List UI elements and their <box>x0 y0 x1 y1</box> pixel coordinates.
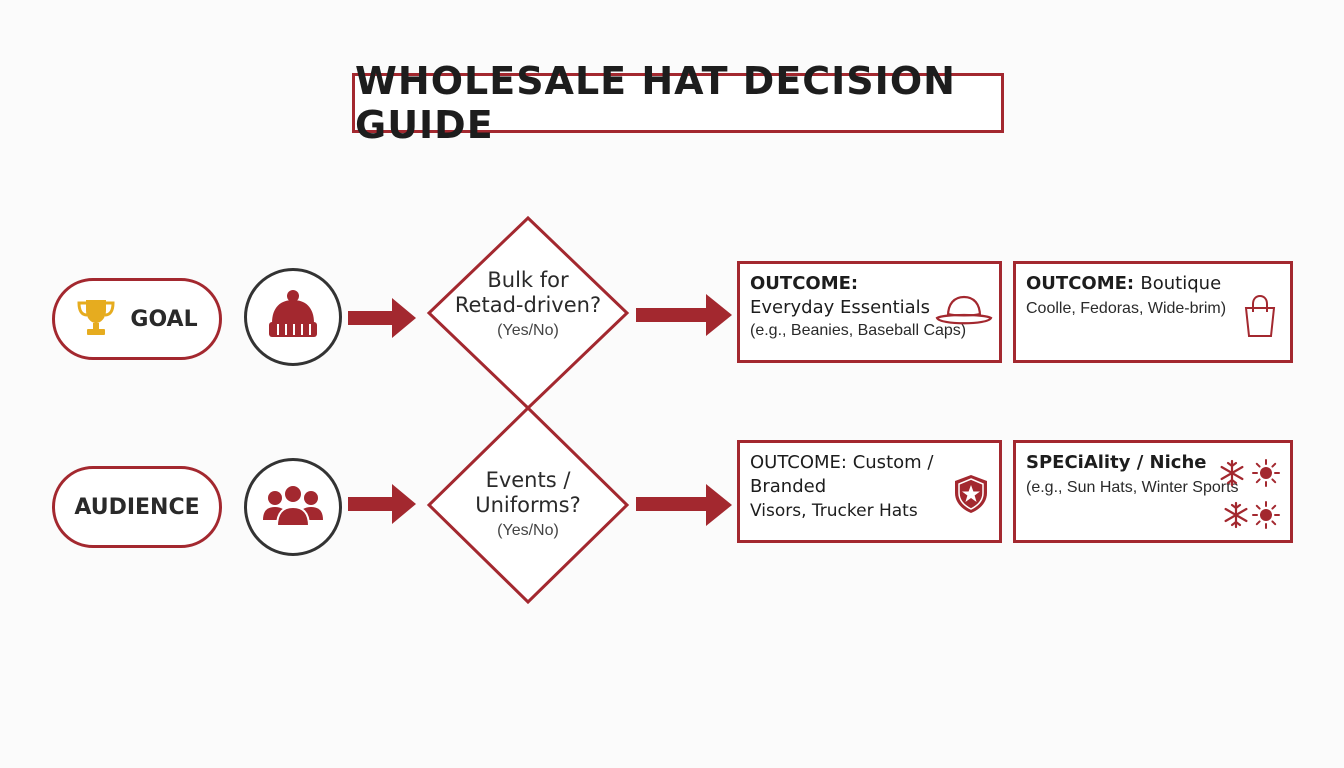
decision-1-line1: Bulk for <box>487 268 569 292</box>
snowflake-icon <box>1218 459 1246 492</box>
outcome-custom-box: OUTCOME: Custom / Branded Visors, Trucke… <box>737 440 1002 543</box>
shopping-bag-icon <box>1240 294 1280 343</box>
people-group-icon <box>262 482 324 533</box>
outcome-boutique-box: OUTCOME: Boutique Coolle, Fedoras, Wide-… <box>1013 261 1293 363</box>
arrow-head-4 <box>706 484 732 526</box>
title-box: WHOLESALE HAT DECISION GUIDE <box>352 59 1004 147</box>
audience-pill: AUDIENCE <box>52 466 222 548</box>
beanie-circle <box>244 268 342 366</box>
outcome-boutique-sub: Coolle, Fedoras, Wide-brim) <box>1026 300 1227 317</box>
decision-1-yesno: (Yes/No) <box>497 322 559 339</box>
arrow-shaft-1 <box>348 311 396 325</box>
decision-2-line1: Events / <box>485 468 571 492</box>
arrow-head-3 <box>392 484 416 524</box>
shield-star-icon <box>952 473 990 520</box>
wide-brim-hat-icon <box>934 292 994 337</box>
people-circle <box>244 458 342 556</box>
outcome-specialty-heading: SPECiAlity / Niche <box>1026 452 1207 473</box>
audience-label: AUDIENCE <box>74 494 200 520</box>
arrow-head-2 <box>706 294 732 336</box>
goal-label: GOAL <box>130 306 198 332</box>
decision-2-text: Events / Uniforms? (Yes/No) <box>440 468 616 540</box>
outcome-everyday-sub: (e.g., Beanies, Baseball Caps) <box>750 322 967 339</box>
goal-pill: GOAL <box>52 278 222 360</box>
outcome-custom-heading: OUTCOME: Custom / <box>750 452 934 473</box>
beanie-icon <box>264 289 322 346</box>
outcome-specialty-sub: (e.g., Sun Hats, Winter Sports <box>1026 479 1239 496</box>
outcome-boutique-heading-rest: Boutique <box>1140 273 1222 294</box>
decision-diamond-2 <box>426 405 630 605</box>
outcome-boutique-heading: OUTCOME: <box>1026 273 1135 294</box>
decision-2-yesno: (Yes/No) <box>497 522 559 539</box>
outcome-everyday-box: OUTCOME: Everyday Essentials (e.g., Bean… <box>737 261 1002 363</box>
trophy-icon <box>76 296 116 343</box>
outcome-specialty-box: SPECiAlity / Niche (e.g., Sun Hats, Wint… <box>1013 440 1293 543</box>
sun-icon <box>1252 459 1280 492</box>
snowflake-icon <box>1222 501 1250 534</box>
outcome-custom-line2: Branded <box>750 476 827 497</box>
page-title: WHOLESALE HAT DECISION GUIDE <box>355 59 956 147</box>
outcome-everyday-main: Everyday Essentials <box>750 297 931 318</box>
arrow-shaft-3 <box>348 497 396 511</box>
decision-diamonds <box>426 215 630 605</box>
decision-1-line2: Retad-driven? <box>454 293 602 317</box>
sun-icon <box>1252 501 1280 534</box>
outcome-custom-line3: Visors, Trucker Hats <box>750 501 918 521</box>
arrow-shaft-4 <box>636 497 710 511</box>
arrow-head-1 <box>392 298 416 338</box>
outcome-everyday-heading: OUTCOME: <box>750 273 859 294</box>
decision-2-line2: Uniforms? <box>475 493 581 517</box>
decision-1-text: Bulk for Retad-driven? (Yes/No) <box>440 268 616 340</box>
arrow-shaft-2 <box>636 308 710 322</box>
